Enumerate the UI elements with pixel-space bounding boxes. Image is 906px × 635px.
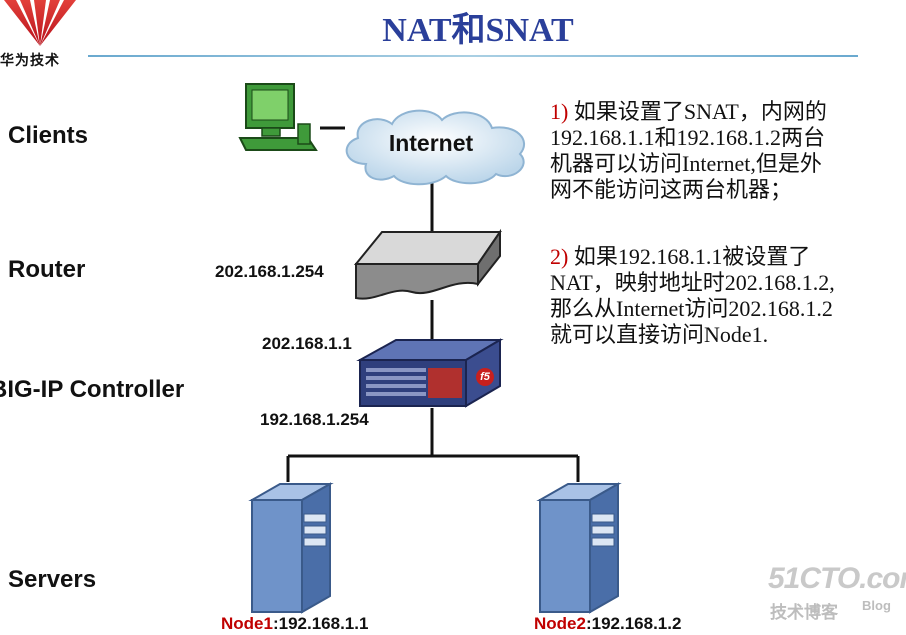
note-1-number: 1)	[550, 99, 569, 124]
note-1-line-1: 如果设置了SNAT，内网的	[573, 99, 827, 124]
slide-title: NAT和SNAT	[382, 12, 574, 49]
node1-label: Node1:192.168.1.1	[221, 614, 368, 634]
watermark-site: 51CTO.com	[768, 562, 906, 595]
watermark-subtitle: 技术博客	[770, 603, 838, 622]
node1-name: Node1	[221, 614, 273, 633]
server-node2-icon	[536, 482, 622, 614]
server-node1-icon	[248, 482, 334, 614]
note-1-line-2: 192.168.1.1和192.168.1.2两台	[550, 125, 826, 150]
node2-name: Node2	[534, 614, 586, 633]
note-2: 2) 如果192.168.1.1被设置了 NAT，映射地址时202.168.1.…	[550, 244, 890, 348]
note-2-line-4: 就可以直接访问Node1.	[550, 322, 769, 347]
client-computer-icon	[238, 83, 318, 151]
controller-outer-ip-label: 202.168.1.1	[262, 334, 352, 353]
note-1: 1) 如果设置了SNAT，内网的 192.168.1.1和192.168.1.2…	[550, 99, 890, 203]
internet-cloud-icon	[345, 109, 526, 186]
router-icon	[353, 228, 502, 300]
title-divider	[88, 55, 858, 57]
tier-label-controller: BIG-IP Controller	[0, 376, 185, 403]
tier-label-router: Router	[8, 256, 86, 283]
f5-badge: f5	[476, 368, 494, 386]
logo-icon	[4, 0, 76, 46]
note-2-line-3: 那么从Internet访问202.168.1.2	[550, 296, 833, 321]
bigip-controller-icon	[356, 338, 504, 408]
router-ip-label: 202.168.1.254	[215, 262, 324, 281]
note-2-line-1: 如果192.168.1.1被设置了	[573, 244, 811, 269]
watermark-blog: Blog	[862, 598, 891, 613]
note-1-line-3: 机器可以访问Internet,但是外	[550, 151, 822, 176]
note-2-line-2: NAT，映射地址时202.168.1.2,	[550, 270, 835, 295]
company-logo	[0, 0, 80, 55]
tier-label-servers: Servers	[8, 566, 97, 593]
node2-label: Node2:192.168.1.2	[534, 614, 681, 634]
node1-ip: :192.168.1.1	[272, 614, 369, 633]
logo-text: 华为技术	[0, 53, 60, 69]
tier-label-clients: Clients	[8, 122, 89, 149]
node2-ip: :192.168.1.2	[585, 614, 682, 633]
note-2-number: 2)	[550, 244, 569, 269]
internet-label: Internet	[388, 130, 474, 156]
note-1-line-4: 网不能访问这两台机器；	[550, 177, 793, 202]
controller-inner-ip-label: 192.168.1.254	[260, 410, 369, 429]
